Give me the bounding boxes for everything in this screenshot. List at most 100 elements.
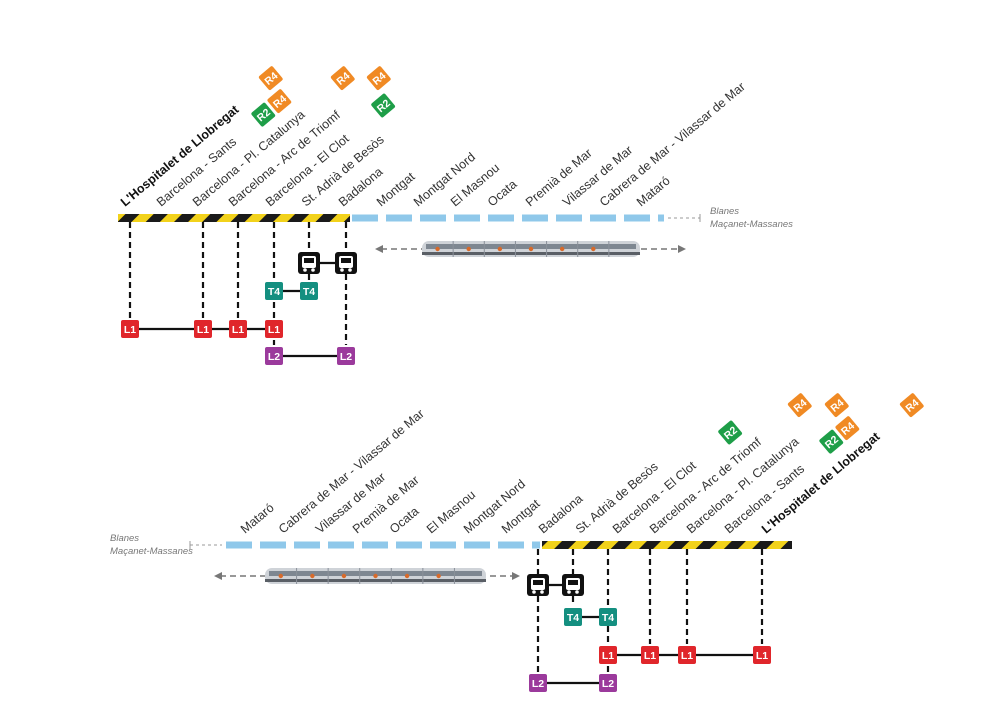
top-l1-badge-4-box [265, 320, 283, 338]
bottom-station-4-text: Ocata [387, 504, 422, 536]
top-l1-badge-1-box [121, 320, 139, 338]
top-station-3-badge-box [366, 66, 391, 91]
top-bus-icon-1 [298, 252, 320, 274]
top-direction-arrow-head-right [678, 245, 686, 253]
bottom-station-0-text: Mataró [238, 501, 277, 537]
bottom-train-icon-skirt [265, 579, 486, 582]
top-bus-icon-1-window [304, 258, 314, 263]
top-station-1-badge-r2: R2 [251, 102, 276, 127]
bottom-train-icon-door [436, 573, 441, 579]
top-t4-badge-1: T4 [265, 282, 283, 300]
top-l2-badge-1-box [265, 347, 283, 365]
bottom-l2-badge-1: L2 [529, 674, 547, 692]
bottom-train-icon [265, 568, 486, 584]
top-station-8-text: Montgat Nord [411, 150, 478, 209]
top-station-10-text: Ocata [485, 177, 520, 209]
bottom-train-icon-door [310, 573, 315, 579]
bottom-l2-badge-2: L2 [599, 674, 617, 692]
top-bus-icon-2-window [341, 258, 351, 263]
bottom-l1-badge-3-box [678, 646, 696, 664]
top-t4-badge-1-label: T4 [268, 286, 280, 298]
top-bus-icon-1-wheel-r [311, 268, 315, 272]
bottom-direction-arrow-head-left [214, 572, 222, 580]
top-l2-badge-1-label: L2 [268, 351, 280, 363]
bottom-l2-badge-1-label: L2 [532, 678, 544, 690]
top-bus-icon-1-wheel-l [303, 268, 307, 272]
top-l1-badge-3: L1 [229, 320, 247, 338]
bottom-l1-badge-2: L1 [641, 646, 659, 664]
top-train-icon-door [466, 246, 471, 252]
bottom-station-4: Ocata [387, 504, 422, 536]
top-station-4-badge-r2: R2 [371, 93, 396, 118]
bottom-station-12-badge-r4: R4 [824, 393, 849, 418]
top-train-icon-skirt [422, 252, 640, 255]
bottom-l1-badge-3-label: L1 [681, 650, 693, 662]
top-station-1-badge-box [267, 89, 292, 114]
top-station-2-badge-box [330, 66, 355, 91]
top-rodalies-track-hazard [118, 214, 350, 222]
top-station-2-badge-r4: R4 [330, 66, 355, 91]
bottom-bus-icon-1-wheel-r [540, 590, 544, 594]
bottom-l2-badge-2-label: L2 [602, 678, 614, 690]
top-train-icon-door [528, 246, 534, 252]
bottom-l1-badge-4-box [753, 646, 771, 664]
bottom-direction-arrow-head-right [512, 572, 520, 580]
top-station-3-badge-r4: R4 [366, 66, 391, 91]
bottom-station-14-badge-r4: R4 [899, 393, 924, 418]
top-l1-badge-3-label: L1 [232, 324, 244, 336]
top-l1-badge-4: L1 [265, 320, 283, 338]
bottom-destination-label-1: Blanes [110, 533, 139, 544]
top-bus-icon-2 [335, 252, 357, 274]
bottom-t4-badge-2-box [599, 608, 617, 626]
bottom-station-11-badge-r4: R4 [787, 393, 812, 418]
bottom-destination-label-2: Maçanet-Massanes [110, 546, 193, 557]
top-train-icon-windows [426, 244, 636, 249]
top-l1-badge-1: L1 [121, 320, 139, 338]
top-t4-badge-2-label: T4 [303, 286, 315, 298]
top-t4-badge-1-box [265, 282, 283, 300]
top-destination-label-1: Blanes [710, 206, 739, 217]
top-l1-badge-2-box [194, 320, 212, 338]
bottom-bus-icon-1-wheel-l [532, 590, 536, 594]
top-station-1-badge-r4: R4 [267, 89, 292, 114]
bottom-train-icon-door [373, 573, 378, 579]
bottom-bus-icon-2 [562, 574, 584, 596]
top-l1-badge-2-label: L1 [197, 324, 209, 336]
top-station-0-badge-box [258, 66, 283, 91]
bottom-station-14-badge-box [899, 393, 924, 418]
bottom-l2-badge-2-box [599, 674, 617, 692]
bottom-station-13-badge-box [835, 416, 860, 441]
top-station-0-badge-r4: R4 [258, 66, 283, 91]
bottom-train-icon-door [278, 573, 283, 579]
bottom-train-icon-windows [269, 571, 482, 576]
bottom-bus-icon-1 [527, 574, 549, 596]
bottom-rodalies-track-hazard [542, 541, 792, 549]
bottom-l1-badge-1-box [599, 646, 617, 664]
bottom-station-10-badge-box [718, 420, 743, 445]
top-l2-badge-1: L2 [265, 347, 283, 365]
bottom-bus-icon-2-window [568, 580, 578, 585]
top-destination-label-2: Maçanet-Massanes [710, 219, 793, 230]
top-direction-arrow [375, 245, 686, 253]
bottom-l2-badge-1-box [529, 674, 547, 692]
top-train-icon-door [591, 246, 596, 252]
bottom-t4-badge-2: T4 [599, 608, 617, 626]
bottom-t4-badge-2-label: T4 [602, 612, 614, 624]
bottom-t4-badge-1-box [564, 608, 582, 626]
bottom-bus-icon-2-wheel-l [567, 590, 571, 594]
bottom-station-13-badge-r4: R4 [835, 416, 860, 441]
bottom-l1-badge-3: L1 [678, 646, 696, 664]
top-l2-badge-2-label: L2 [340, 351, 352, 363]
bottom-train-icon-door [404, 573, 410, 579]
bottom-l1-badge-2-box [641, 646, 659, 664]
top-l1-badge-3-box [229, 320, 247, 338]
top-station-13-text: Cabrera de Mar - Vilassar de Mar [597, 79, 748, 209]
bottom-station-13-badge-r2: R2 [819, 429, 844, 454]
top-bus-icon-2-wheel-r [348, 268, 352, 272]
top-l1-badge-1-label: L1 [124, 324, 136, 336]
bottom-station-12-badge-box [824, 393, 849, 418]
top-l1-badge-4-label: L1 [268, 324, 280, 336]
bottom-t4-badge-1-label: T4 [567, 612, 579, 624]
